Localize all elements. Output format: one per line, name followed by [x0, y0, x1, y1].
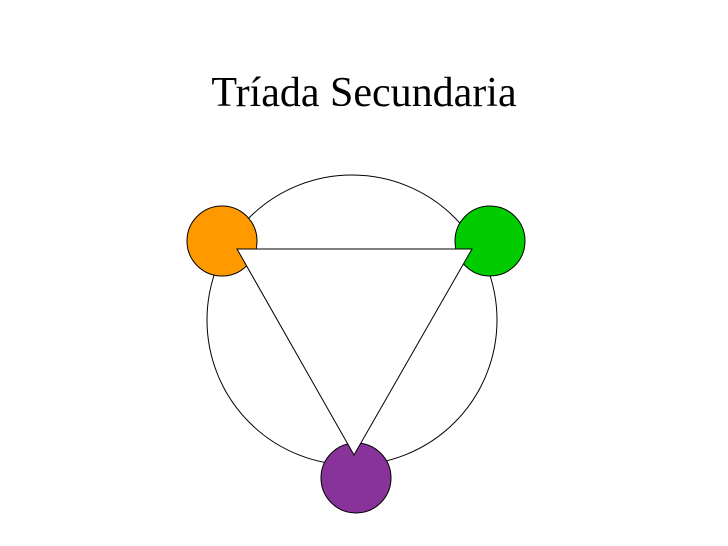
- triad-triangle: [236, 248, 473, 457]
- slide-title: Tríada Secundaria: [211, 70, 517, 116]
- orange-dot: [186, 205, 258, 277]
- purple-dot: [320, 442, 392, 514]
- green-dot: [454, 205, 526, 277]
